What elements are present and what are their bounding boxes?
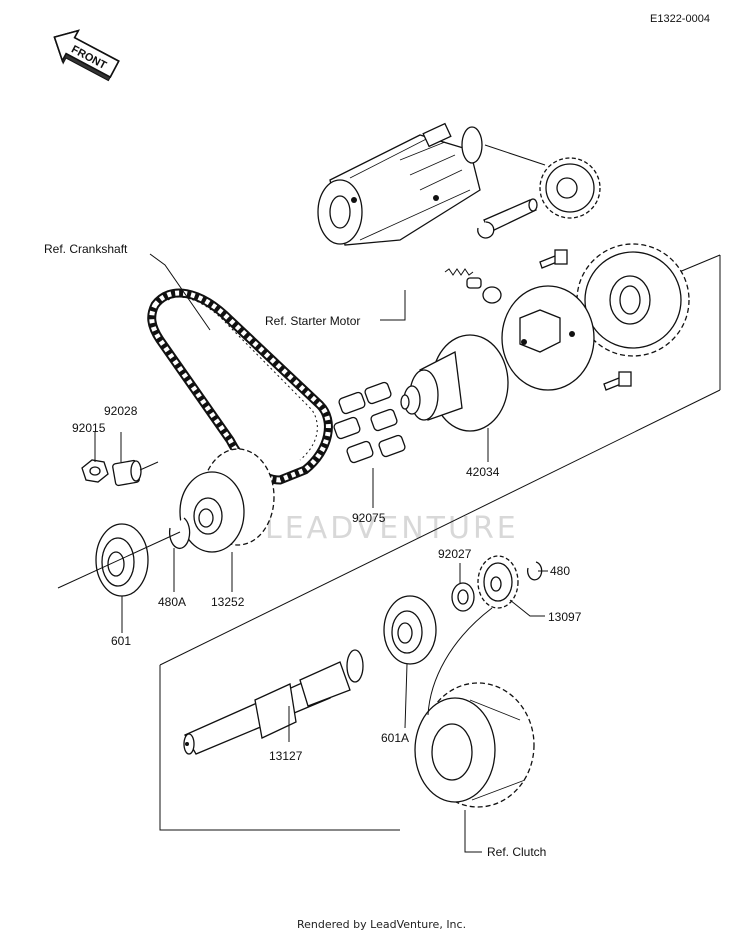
nut-92015 <box>81 459 109 483</box>
gear-13252 <box>179 448 275 553</box>
circlip-480A <box>168 517 191 550</box>
bolt-lower <box>603 371 632 391</box>
washer-92027 <box>451 582 475 612</box>
circlip <box>477 221 495 239</box>
part-label-13097: 13097 <box>548 610 582 624</box>
part-label-480: 480 <box>550 564 570 578</box>
part-label-92075: 92075 <box>352 511 386 525</box>
part-label-13127: 13127 <box>269 749 303 763</box>
collar-92028 <box>112 459 142 487</box>
left-axis-line <box>57 531 181 589</box>
footer-credit: Rendered by LeadVenture, Inc. <box>297 918 466 931</box>
part-label-601: 601 <box>111 634 131 648</box>
ref-starter-motor-label: Ref. Starter Motor <box>265 314 360 328</box>
bolt-upper <box>539 249 568 269</box>
primary-chain <box>147 288 333 485</box>
diagram-code: E1322-0004 <box>650 13 710 25</box>
starter-clutch-gear <box>576 243 690 357</box>
part-label-601A: 601A <box>381 731 409 745</box>
part-label-42034: 42034 <box>466 465 500 479</box>
part-label-92028: 92028 <box>104 404 138 418</box>
part-label-92027: 92027 <box>438 547 472 561</box>
starter-clutch-rollers <box>333 381 406 464</box>
starter-clutch-body <box>501 285 595 391</box>
part-label-13252: 13252 <box>211 595 245 609</box>
gear-13097 <box>477 555 519 609</box>
bearing-601 <box>95 523 149 597</box>
part-label-92015: 92015 <box>72 421 106 435</box>
ref-clutch-label: Ref. Clutch <box>487 845 546 859</box>
bearing-601A <box>383 595 437 665</box>
drive-link <box>427 607 493 716</box>
starter-motor <box>317 122 546 246</box>
watermark: LEADVENTURE <box>265 511 519 546</box>
starter-clutch-hub <box>400 334 509 432</box>
starter-idle-gear <box>539 157 601 219</box>
spring-and-roller <box>444 268 502 304</box>
part-label-480A: 480A <box>158 595 186 609</box>
output-shaft <box>183 649 364 755</box>
clutch-housing <box>414 682 535 808</box>
leader-lines <box>94 253 548 853</box>
front-arrow-icon: FRONT <box>53 29 120 82</box>
ref-crankshaft-label: Ref. Crankshaft <box>44 242 128 256</box>
circlip-480 <box>527 561 543 581</box>
